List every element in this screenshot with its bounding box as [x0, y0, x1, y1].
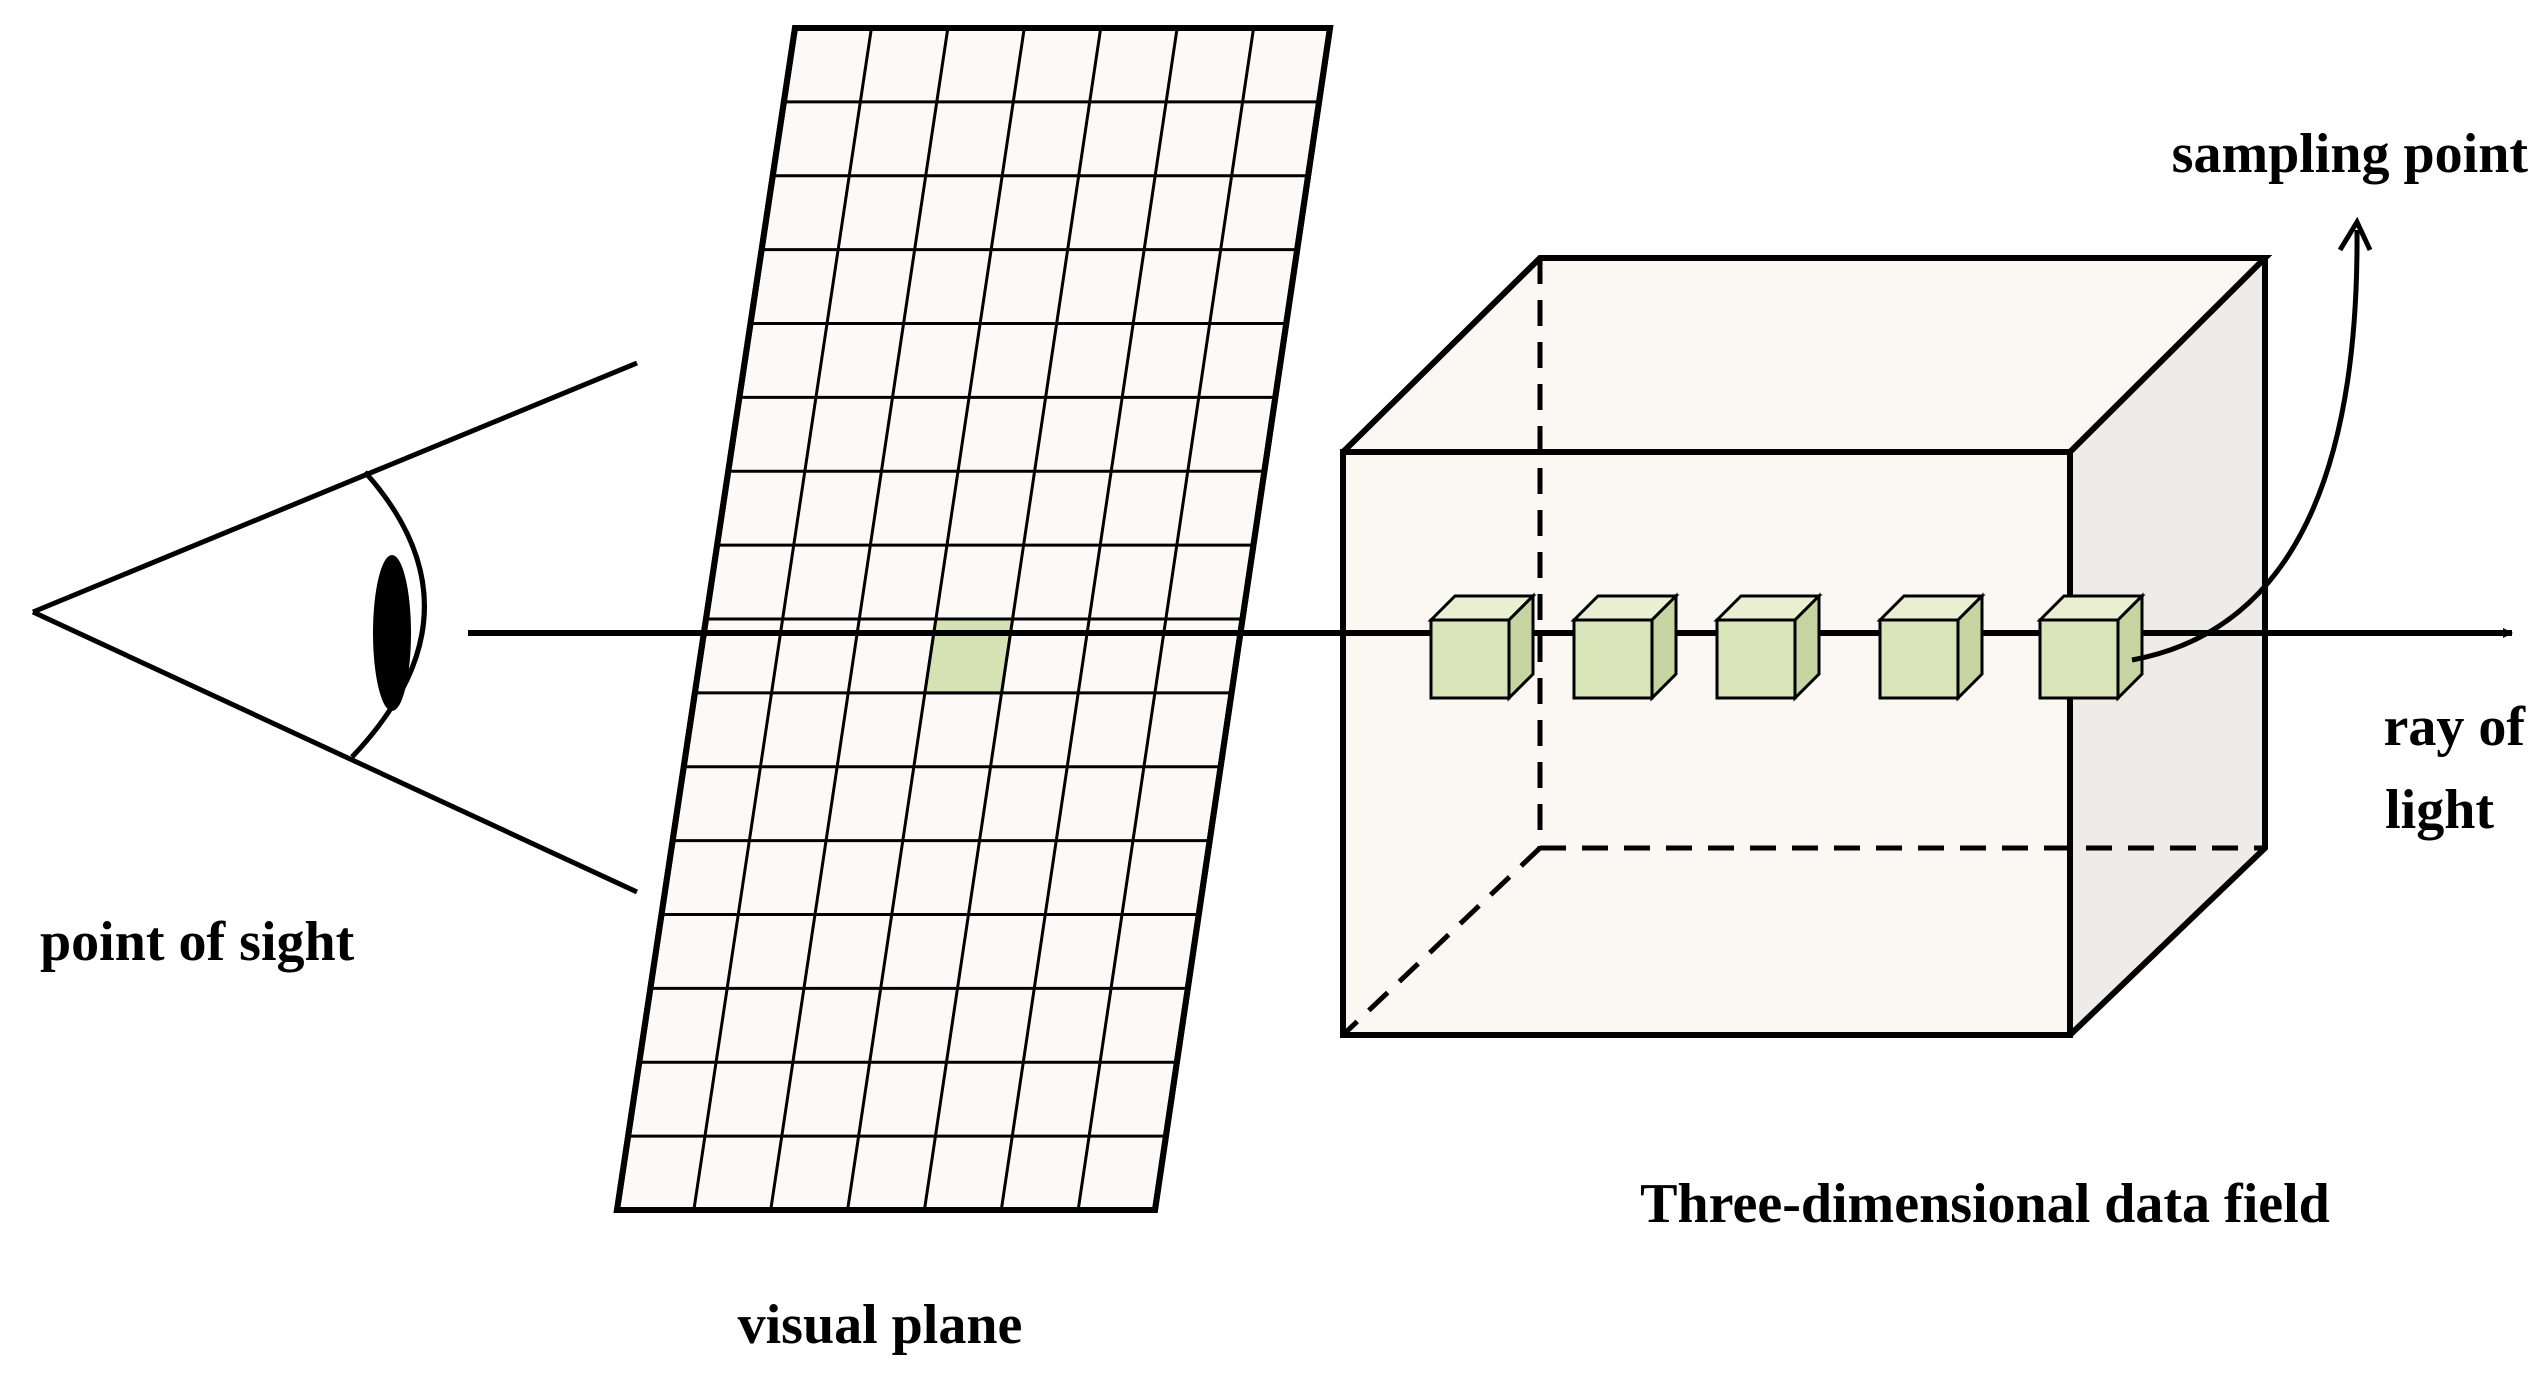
cube-front-face [1572, 618, 1654, 700]
sampling-cube [1876, 592, 1986, 702]
data-field-label: Three-dimensional data field [1640, 1173, 2330, 1235]
arrow-head-icon [2337, 216, 2373, 252]
cube-side-face [2116, 592, 2144, 702]
ray-of-light-label-line1: ray of [2383, 696, 2526, 758]
cube-front-face [2038, 618, 2120, 700]
visual-plane-label: visual plane [738, 1294, 1023, 1356]
cube-side-face [1956, 592, 1984, 702]
sampling-cube [2036, 592, 2146, 702]
box-top-face [1343, 258, 2265, 452]
sampling-cube [1570, 592, 1680, 702]
sampling-cubes [1427, 592, 2146, 702]
data-field-box [1340, 255, 2273, 1038]
box-hidden-edge [1341, 846, 1542, 1037]
cube-front-face [1429, 618, 1511, 700]
sampling-cube [1713, 592, 1823, 702]
cube-side-face [1793, 592, 1821, 702]
sampling-point-label: sampling point [2172, 123, 2529, 185]
box-right-face [2070, 258, 2265, 1035]
ray-of-light-label-line2: light [2385, 779, 2494, 841]
visual-plane [613, 25, 1334, 1213]
cube-side-face [1507, 592, 1535, 702]
highlighted-pixel-cell [923, 617, 1015, 695]
cube-side-face [1650, 592, 1678, 702]
cube-front-face [1715, 618, 1797, 700]
sampling-cube [1427, 592, 1537, 702]
box-front-face [1343, 452, 2070, 1035]
eye-icon [31, 360, 639, 895]
sampling-point-arrow [2131, 229, 2360, 663]
cube-front-face [1878, 618, 1960, 700]
point-of-sight-label: point of sight [40, 911, 355, 973]
